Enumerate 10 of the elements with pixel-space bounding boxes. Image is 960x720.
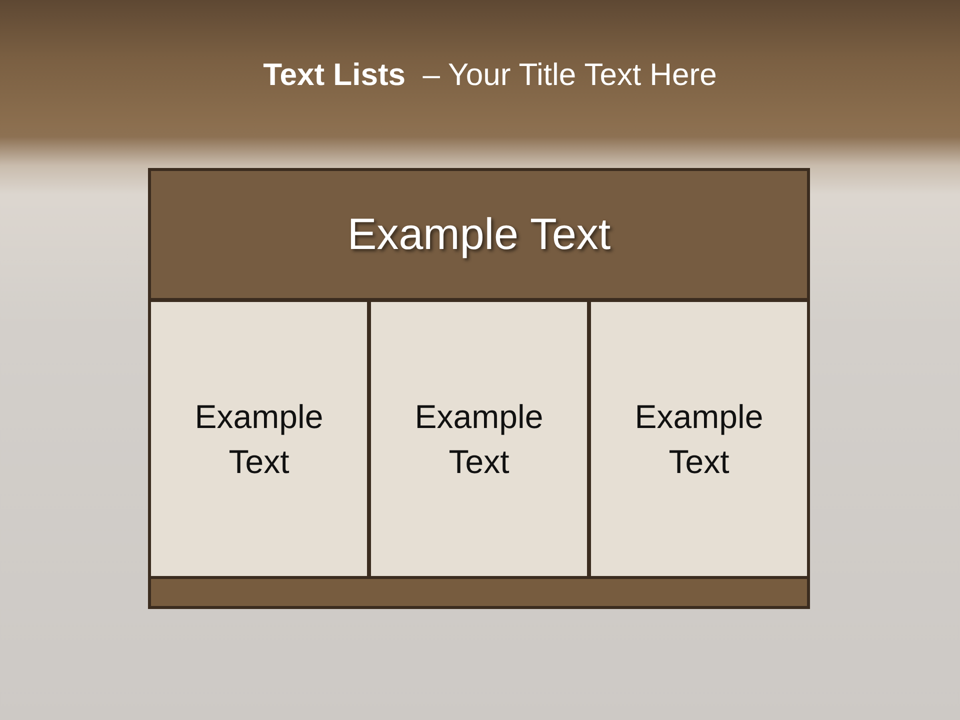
text-panel: [588, 299, 810, 579]
text-panel: [368, 299, 590, 579]
footer-bar: [148, 576, 810, 609]
panel-text: Example Text: [414, 397, 544, 482]
panel-text: Example Text: [194, 397, 324, 482]
slide-title: Text Lists – Your Title Text Here: [262, 56, 717, 94]
panel-text: Example Text: [346, 208, 612, 260]
panel-text: Example Text: [634, 397, 764, 482]
text-panel: [148, 299, 370, 579]
header-band: [148, 168, 810, 301]
